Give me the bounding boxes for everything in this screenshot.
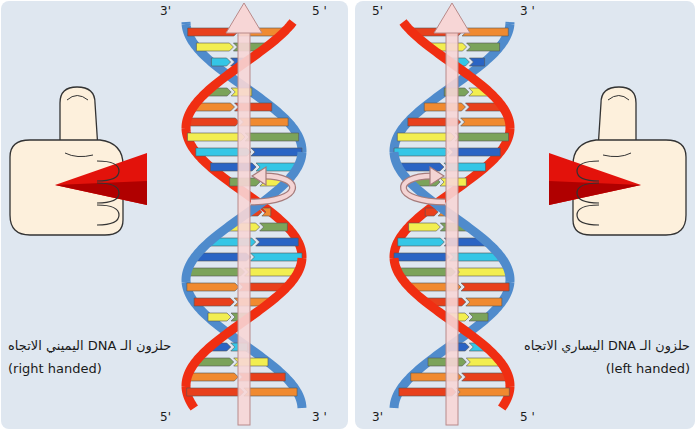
base bbox=[196, 43, 233, 51]
base bbox=[187, 133, 245, 141]
base bbox=[394, 253, 450, 261]
axis-arrowhead bbox=[434, 3, 470, 33]
finger bbox=[577, 183, 599, 203]
knuckle bbox=[603, 153, 631, 157]
rotation-arrowhead bbox=[252, 167, 266, 185]
axis-arrow bbox=[446, 32, 458, 425]
base bbox=[187, 283, 239, 291]
base bbox=[456, 388, 509, 396]
base bbox=[250, 253, 302, 261]
hand bbox=[10, 87, 147, 235]
base bbox=[194, 298, 234, 306]
base bbox=[244, 388, 297, 396]
strand-end-label: 3' bbox=[160, 4, 171, 18]
direction-wedge bbox=[549, 153, 641, 205]
thumbnail bbox=[608, 96, 629, 101]
caption: حلزون الـ DNA اليساري الاتجاه bbox=[524, 338, 690, 353]
thumbnail bbox=[67, 96, 88, 101]
caption: حلزون الـ DNA اليميني الاتجاه bbox=[8, 338, 171, 354]
base bbox=[461, 118, 510, 126]
caption: (right handed) bbox=[8, 361, 102, 377]
dna-helix bbox=[186, 3, 302, 425]
left-panel bbox=[1, 1, 348, 429]
base bbox=[245, 133, 299, 141]
strand-end-label: 5 ' bbox=[312, 4, 327, 18]
base bbox=[462, 373, 509, 381]
caption: (left handed) bbox=[606, 361, 690, 377]
base bbox=[455, 268, 508, 276]
direction-wedge bbox=[55, 153, 147, 205]
strand bbox=[505, 22, 514, 24]
right-panel bbox=[355, 1, 695, 429]
strand-end-label: 3 ' bbox=[520, 4, 535, 18]
direction-wedge-shade bbox=[549, 181, 641, 205]
base bbox=[211, 58, 230, 66]
finger bbox=[97, 183, 119, 203]
base bbox=[256, 238, 299, 246]
base bbox=[245, 268, 298, 276]
base bbox=[187, 268, 244, 276]
hand bbox=[549, 87, 686, 235]
finger bbox=[577, 161, 599, 181]
finger bbox=[577, 205, 599, 225]
base bbox=[398, 238, 445, 246]
axis-arrow bbox=[238, 32, 250, 425]
knuckle bbox=[65, 153, 93, 157]
direction-wedge-shade bbox=[55, 181, 147, 205]
base bbox=[461, 283, 509, 291]
strand bbox=[182, 22, 191, 24]
base bbox=[455, 133, 509, 141]
base bbox=[409, 223, 441, 231]
base bbox=[262, 208, 271, 216]
base bbox=[260, 223, 288, 231]
strand-end-label: 5' bbox=[372, 4, 383, 18]
strand-end-label: 5 ' bbox=[520, 410, 535, 424]
rotation-arrowhead bbox=[430, 167, 444, 185]
base bbox=[394, 148, 449, 156]
base bbox=[208, 313, 231, 321]
base bbox=[187, 373, 238, 381]
dna-helix bbox=[394, 3, 510, 425]
strand-end-label: 5' bbox=[160, 410, 171, 424]
strand-end-label: 3 ' bbox=[312, 410, 327, 424]
base bbox=[466, 298, 502, 306]
base bbox=[187, 388, 244, 396]
base bbox=[424, 103, 465, 111]
base bbox=[467, 43, 500, 51]
base bbox=[469, 313, 488, 321]
strand-end-label: 3' bbox=[372, 410, 383, 424]
finger bbox=[97, 205, 119, 225]
base bbox=[251, 148, 302, 156]
base bbox=[187, 118, 240, 126]
finger bbox=[97, 161, 119, 181]
axis-arrowhead bbox=[226, 3, 262, 33]
base bbox=[469, 58, 484, 66]
